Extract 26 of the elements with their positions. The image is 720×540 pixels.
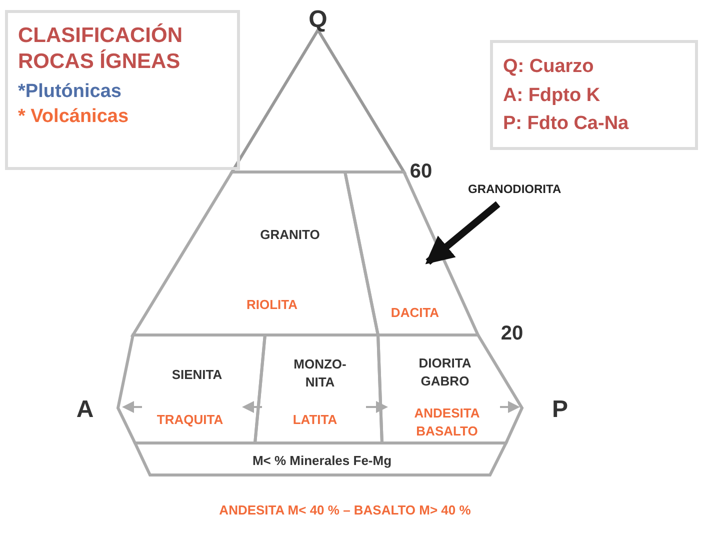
key-entry: A: Fdpto K: [503, 84, 602, 108]
rock-name: MONZO- NITA: [292, 355, 348, 391]
rock-name: DIORITA GABRO: [418, 354, 472, 390]
percent-mark: 20: [500, 322, 524, 346]
volcanic-rock-name: RIOLITA: [246, 296, 298, 314]
band-label: M< % Minerales Fe-Mg: [252, 452, 392, 470]
arrow: [425, 201, 500, 265]
volcanic-rock-name: ANDESITA BASALTO: [413, 404, 481, 440]
volcanic-rock-name: LATITA: [292, 411, 338, 429]
key-card: [490, 40, 698, 150]
percent-mark: 60: [410, 160, 432, 184]
key-entry: Q: Cuarzo: [503, 55, 595, 79]
callout-text: GRANODIORITA: [468, 182, 562, 196]
vertex-label: P: [552, 396, 568, 424]
rock-name: SIENITA: [172, 366, 222, 384]
key-entry: P: Fdto Ca-Na: [503, 112, 630, 136]
volcanic-rock-name: TRAQUITA: [156, 411, 224, 429]
legend-entry: *Plutónicas: [18, 80, 122, 104]
legend-entry: * Volcánicas: [18, 105, 130, 129]
vertex-label: Q: [308, 6, 328, 34]
volcanic-rock-name: DACITA: [390, 304, 440, 322]
rock-name: GRANITO: [260, 226, 320, 244]
heading: CLASIFICACIÓN ROCAS ÍGNEAS: [18, 23, 184, 76]
vertex-label: A: [76, 396, 94, 424]
title-card: [5, 10, 240, 170]
note-text: ANDESITA M< 40 % – BASALTO M> 40 %: [219, 502, 471, 518]
